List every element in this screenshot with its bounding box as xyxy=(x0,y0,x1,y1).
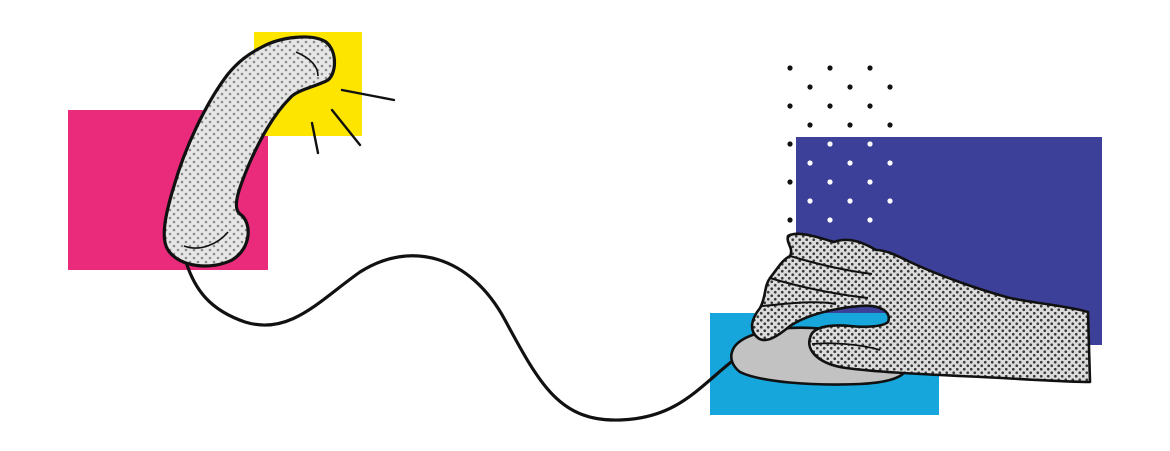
grid-dot xyxy=(827,65,833,71)
grid-dot xyxy=(847,198,853,204)
grid-dot xyxy=(887,122,893,128)
cord-line xyxy=(184,254,742,422)
grid-dot xyxy=(867,103,873,109)
hand-icon xyxy=(750,232,1092,384)
grid-dot xyxy=(787,141,793,147)
grid-dot xyxy=(807,84,813,90)
grid-dot xyxy=(807,198,813,204)
grid-dot xyxy=(867,217,873,223)
grid-dot xyxy=(807,160,813,166)
grid-dot xyxy=(827,217,833,223)
grid-dot xyxy=(887,198,893,204)
grid-dot xyxy=(787,217,793,223)
grid-dot xyxy=(787,103,793,109)
phone-handset-icon xyxy=(162,35,337,268)
grid-dot xyxy=(827,141,833,147)
grid-dot xyxy=(847,160,853,166)
grid-dot xyxy=(867,179,873,185)
grid-dot xyxy=(827,103,833,109)
ring-lines-icon xyxy=(310,88,396,155)
grid-dot xyxy=(807,122,813,128)
grid-dot xyxy=(847,122,853,128)
grid-dot xyxy=(827,179,833,185)
grid-dot xyxy=(787,65,793,71)
grid-dot xyxy=(787,179,793,185)
grid-dot xyxy=(887,84,893,90)
grid-dot xyxy=(867,141,873,147)
dot-grid-decoration xyxy=(787,65,893,223)
grid-dot xyxy=(847,84,853,90)
grid-dot xyxy=(887,160,893,166)
grid-dot xyxy=(867,65,873,71)
